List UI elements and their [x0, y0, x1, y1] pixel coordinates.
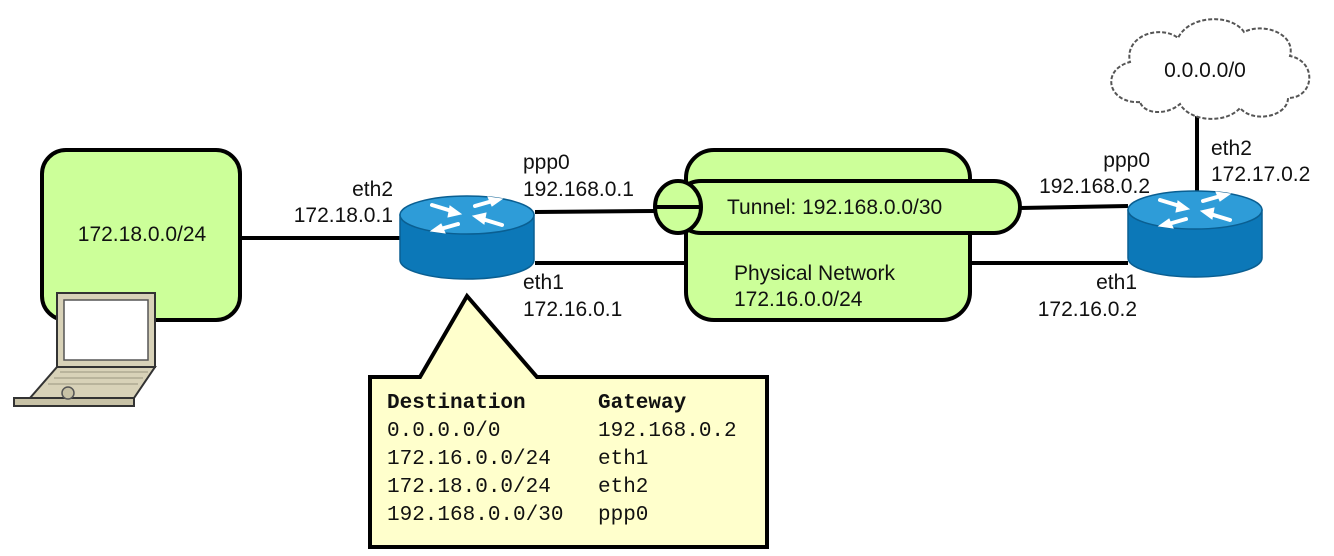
routing-table-header-destination: Destination — [387, 392, 526, 415]
left-ppp0-name: ppp0 — [523, 151, 570, 174]
right-ppp0-line — [1019, 204, 1129, 210]
right-eth2-ip: 172.17.0.2 — [1211, 163, 1310, 186]
left-eth1-ip: 172.16.0.1 — [523, 298, 622, 321]
laptop-icon — [13, 292, 157, 407]
left-router-icon — [399, 195, 535, 280]
right-ppp0-name: ppp0 — [1103, 149, 1150, 172]
tunnel-pipe — [653, 179, 1022, 235]
tunnel-label: Tunnel: 192.168.0.0/30 — [727, 196, 942, 219]
physical-network-name: Physical Network — [734, 262, 896, 285]
routing-table-callout — [368, 292, 769, 549]
physical-network-subnet: 172.16.0.0/24 — [734, 288, 863, 311]
right-eth1-name: eth1 — [1096, 271, 1137, 294]
routing-table-header-gateway: Gateway — [598, 392, 687, 415]
routing-table-row-gateway: 192.168.0.2 — [598, 420, 737, 443]
left-ppp0-line — [534, 209, 657, 214]
routing-table-row-gateway: eth2 — [598, 476, 648, 499]
right-ppp0-ip: 192.168.0.2 — [1039, 175, 1150, 198]
left-eth2-ip: 172.18.0.1 — [294, 204, 393, 227]
right-eth1-ip: 172.16.0.2 — [1038, 298, 1137, 321]
routing-table-row-gateway: ppp0 — [598, 504, 648, 527]
left-eth2-name: eth2 — [352, 178, 393, 201]
internet-label: 0.0.0.0/0 — [1164, 59, 1246, 82]
routing-table-row-destination: 0.0.0.0/0 — [387, 420, 500, 443]
lan-network-label: 172.18.0.0/24 — [78, 223, 207, 246]
routing-table-row-destination: 192.168.0.0/30 — [387, 504, 563, 527]
internet-cloud-icon — [1110, 18, 1311, 120]
left-eth1-name: eth1 — [523, 271, 564, 294]
routing-table-row-destination: 172.18.0.0/24 — [387, 476, 551, 499]
routing-table-row-gateway: eth1 — [598, 448, 648, 471]
routing-table-row-destination: 172.16.0.0/24 — [387, 448, 551, 471]
left-ppp0-ip: 192.168.0.1 — [523, 178, 634, 201]
connection-lines — [240, 110, 1199, 265]
right-router-icon — [1127, 190, 1263, 278]
right-eth2-name: eth2 — [1211, 137, 1252, 160]
